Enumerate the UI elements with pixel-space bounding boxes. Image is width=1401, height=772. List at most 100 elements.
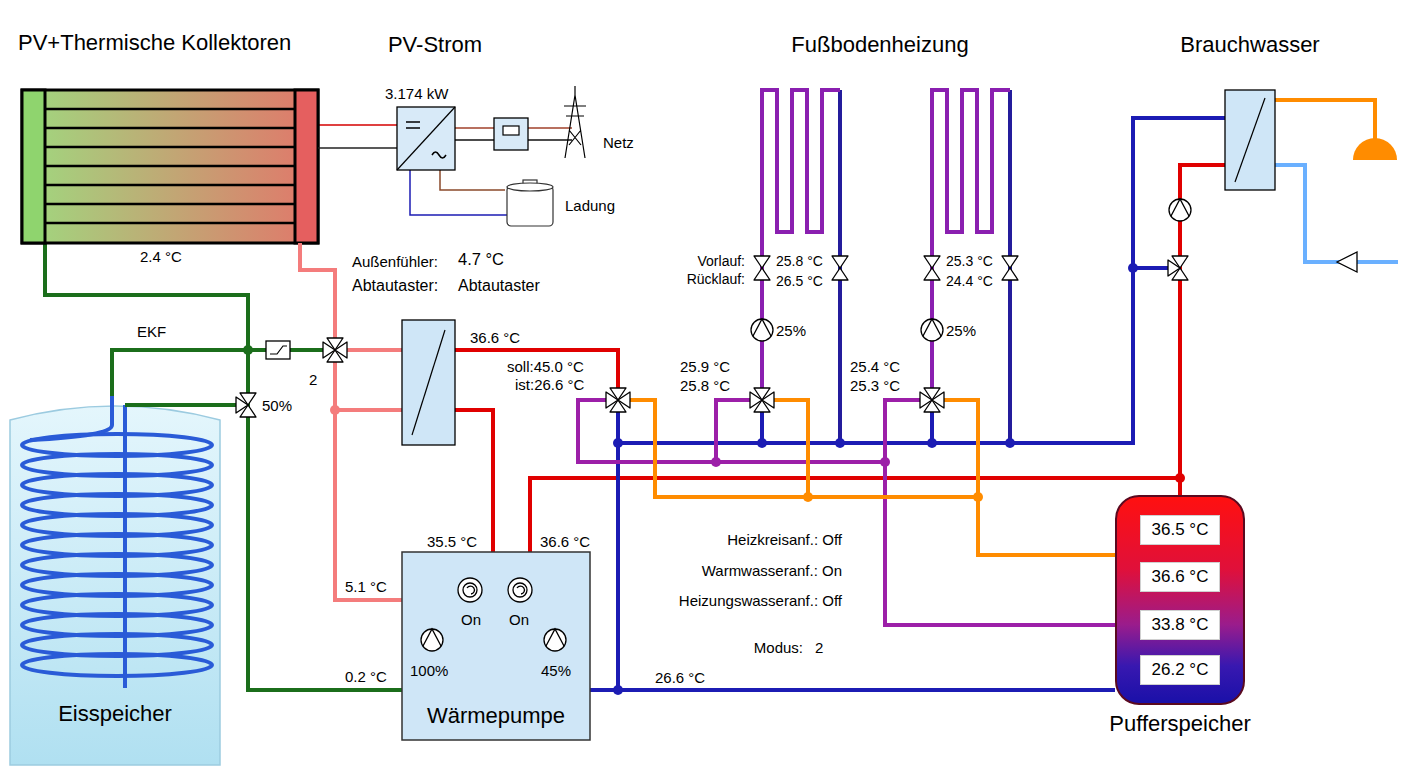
heat-pump-label: Wärmepumpe [427, 703, 565, 729]
pipe-network [578, 400, 1115, 625]
valve-symbol [1168, 256, 1188, 280]
ice-storage-tank: Eisspeicher [8, 396, 222, 765]
pump-speed: 100% [410, 662, 448, 680]
junction-dot [880, 457, 890, 467]
temperature-reading: 25.9 °C [680, 358, 730, 376]
temperature-box: 36.6 °C [1140, 562, 1220, 592]
valve-position: 50% [262, 397, 292, 415]
pipe-network [1275, 165, 1398, 262]
battery-symbol [507, 183, 553, 191]
junction-dot [1005, 438, 1015, 448]
collector-drawing [45, 109, 295, 223]
check-valve [1337, 252, 1357, 272]
pump-speed: 25% [946, 322, 976, 340]
valve-symbol [1002, 256, 1018, 280]
heat-pump-drawing [508, 578, 532, 602]
pipe-network [300, 243, 402, 600]
temperature-reading: 26.6 °C [655, 669, 705, 687]
heat-exchanger [402, 90, 1275, 445]
heat-pump-drawing [421, 629, 443, 651]
inverter-symbol [397, 107, 455, 170]
heat-exchanger [412, 330, 445, 435]
status-text: Modus: [754, 639, 803, 657]
collector-drawing [22, 90, 45, 243]
collector-drawing [22, 90, 318, 243]
temperature-reading: 36.6 °C [540, 533, 590, 551]
pump-symbol [751, 319, 773, 341]
temperature-reading: 26.2 °C [1152, 660, 1209, 680]
brine-pipe [222, 405, 402, 690]
battery-symbol [507, 180, 553, 226]
valve-symbol [920, 388, 944, 412]
tank-label: Eisspeicher [58, 701, 172, 727]
temperature-box: 26.2 °C [1140, 655, 1220, 685]
section-heading: PV+Thermische Kollektoren [18, 30, 291, 56]
collector-drawing [295, 90, 318, 243]
status-text: Warmwasseranf.: On [702, 562, 842, 580]
temperature-reading: 25.8 °C [776, 253, 823, 270]
inverter-symbol [406, 122, 420, 128]
valve-symbol [236, 256, 1188, 417]
power-meter [503, 126, 519, 135]
status-text: Heizungswasseranf.: Off [679, 592, 842, 610]
valve-symbol [832, 256, 848, 280]
heat-pump-drawing [458, 578, 482, 602]
battery-storage: Ladung [505, 178, 625, 230]
ice-storage-drawing [123, 405, 127, 688]
tank-label: Pufferspeicher [1109, 711, 1250, 737]
pylon-symbol [564, 86, 586, 158]
temperature-reading: 25.3 °C [946, 253, 993, 270]
shower-head [1353, 138, 1397, 160]
grid-connection: Netz [560, 85, 650, 160]
pipe-network [762, 90, 1010, 400]
pump-symbol [921, 319, 943, 341]
junction-dot [613, 685, 623, 695]
junction-dot [1128, 263, 1138, 273]
junction-dot [973, 492, 983, 502]
heat-exchanger [402, 320, 455, 445]
section-heading: PV-Strom [388, 32, 482, 58]
temperature-reading: 26.5 °C [776, 273, 823, 290]
sensor-label: Abtautaster: [352, 276, 438, 295]
pipe-network [618, 400, 1115, 555]
ice-storage-drawing [30, 396, 112, 440]
temperature-reading: 2.4 °C [140, 248, 182, 266]
temperature-reading: 5.1 °C [345, 578, 387, 596]
heat-pump-drawing [402, 552, 590, 740]
electric-wiring [318, 147, 397, 149]
valve-symbol [924, 256, 940, 280]
power-reading: 3.174 kW [385, 85, 448, 103]
section-heading: Fußbodenheizung [791, 32, 968, 58]
pipe-network [840, 90, 1010, 443]
ice-storage-drawing [22, 396, 212, 688]
pipe-network [1275, 100, 1375, 140]
pump-speed: 45% [541, 662, 571, 680]
ice-storage-drawing [22, 654, 212, 676]
dc-cable [318, 124, 397, 126]
battery-label: Ladung [565, 197, 615, 215]
ice-storage-drawing [10, 396, 222, 765]
junction-dot [803, 492, 813, 502]
temperature-reading: 24.4 °C [946, 273, 993, 290]
junction-dot [835, 438, 845, 448]
fan-status: On [461, 611, 481, 629]
electric-wiring [410, 170, 507, 215]
fan-status: On [509, 611, 529, 629]
valve-symbol [754, 256, 770, 280]
junction-dot [613, 438, 623, 448]
sensor-value: Abtautaster [458, 276, 540, 295]
status-value: 2 [815, 639, 823, 657]
temperature-box: 33.8 °C [1140, 610, 1220, 640]
circuit-label: Rücklauf: [687, 271, 745, 288]
sensor-value: 4.7 °C [458, 250, 504, 270]
temperature-box: 36.5 °C [1140, 515, 1220, 545]
temperature-reading: 25.8 °C [680, 377, 730, 395]
temperature-reading: 35.5 °C [427, 533, 477, 551]
pump-symbol [751, 199, 1191, 341]
power-meter [494, 118, 528, 150]
pump-speed: 25% [776, 322, 806, 340]
check-valve [266, 252, 1357, 359]
temperature-reading: 36.6 °C [470, 329, 520, 347]
status-text: Heizkreisanf.: Off [727, 531, 842, 549]
